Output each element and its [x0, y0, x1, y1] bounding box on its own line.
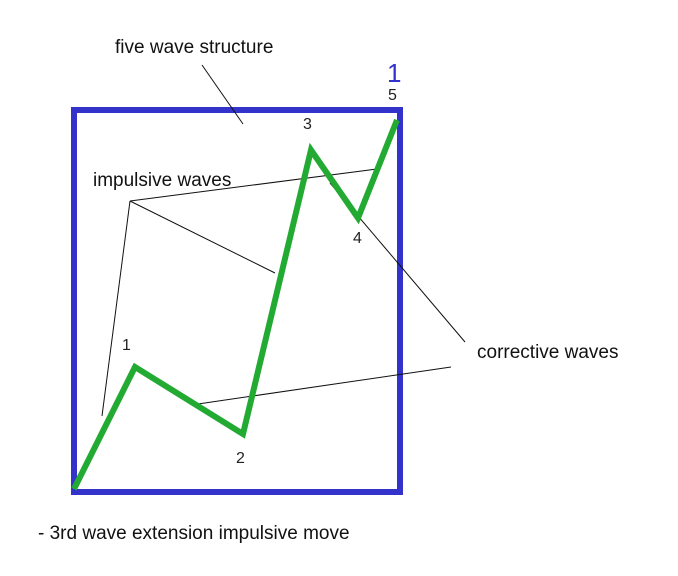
impulsive-waves-label: impulsive waves [93, 170, 232, 191]
five-wave-structure-label: five wave structure [115, 37, 274, 58]
wave-label-3: 3 [303, 116, 312, 133]
pointer-lines [101, 64, 466, 417]
pointer-impulsive-to-wave3 [129, 200, 276, 274]
corrective-waves-label: corrective waves [477, 342, 619, 363]
wave-line [71, 118, 400, 491]
pointer-corrective-to-wave2 [197, 366, 452, 405]
degree-label: 1 [387, 58, 402, 88]
wave-label-4: 4 [353, 230, 362, 247]
pointer-impulsive-to-wave5 [129, 168, 378, 202]
pointer-impulsive-to-wave1 [101, 200, 131, 417]
wave-label-5: 5 [388, 87, 397, 104]
caption-text: - 3rd wave extension impulsive move [38, 523, 350, 544]
wave-label-2: 2 [236, 450, 245, 467]
five-wave-box [71, 107, 403, 495]
wave-label-1: 1 [122, 337, 131, 354]
pointer-five-wave [201, 64, 244, 125]
